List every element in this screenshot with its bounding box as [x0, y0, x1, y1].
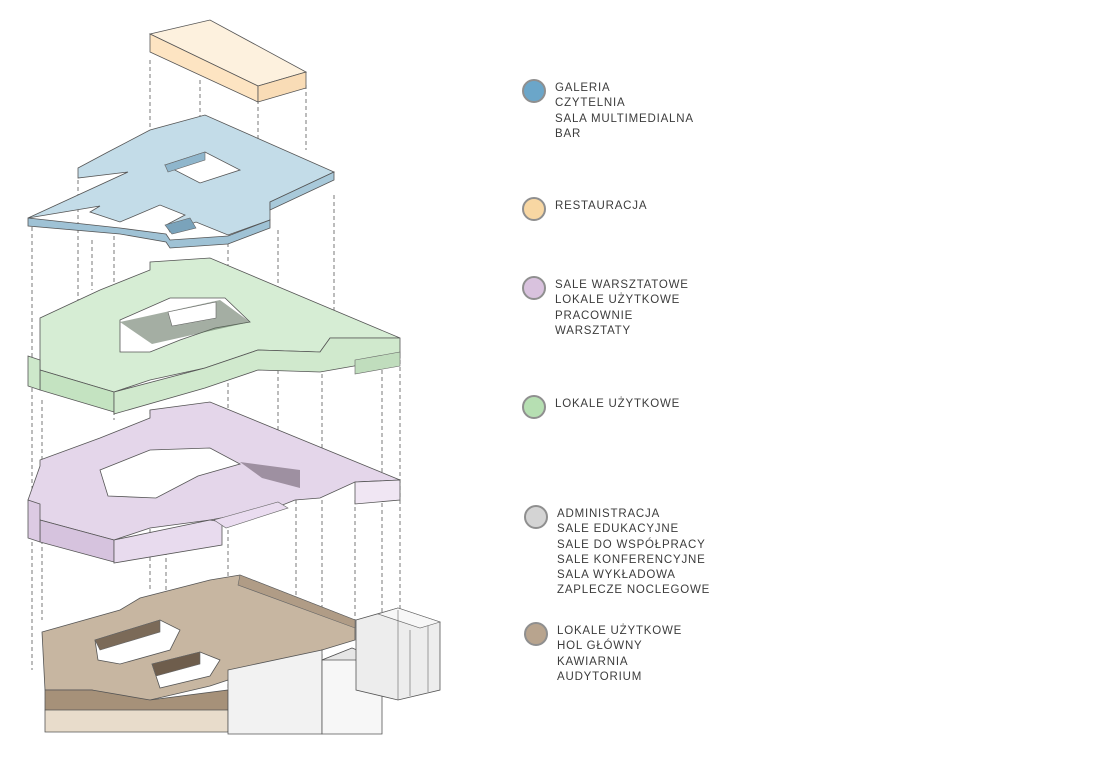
legend-label: SALE EDUKACYJNE [557, 523, 679, 536]
existing-buildings [227, 607, 441, 735]
legend-label: SALA WYKŁADOWA [557, 569, 676, 582]
legend-item-restaurant: RESTAURACJA [522, 197, 647, 221]
workshop-floor [27, 257, 401, 415]
legend-label: PRACOWNIE [555, 309, 634, 322]
legend-label: RESTAURACJA [555, 200, 648, 212]
legend-label: BAR [555, 127, 582, 140]
legend-item-ground-floor: LOKALE UŻYTKOWE HOL GŁÓWNY KAWIARNIA AUD… [524, 622, 682, 685]
legend-label: CZYTELNIA [555, 97, 626, 110]
office-floor [27, 401, 401, 564]
legend-item-commercial: LOKALE UŻYTKOWE [522, 395, 680, 419]
legend-label: HOL GŁÓWNY [557, 640, 643, 653]
legend-swatch [524, 622, 548, 646]
legend-label: LOKALE UŻYTKOWE [555, 398, 681, 410]
legend-item-gallery: GALERIA CZYTELNIA SALA MULTIMEDIALNA BAR [522, 79, 694, 142]
legend-swatch [522, 197, 546, 221]
legend-label: ADMINISTRACJA [557, 508, 661, 520]
legend-label: LOKALE UŻYTKOWE [557, 625, 683, 637]
restaurant-floor [148, 19, 308, 103]
legend-label: AUDYTORIUM [557, 670, 643, 683]
legend-swatch [522, 276, 546, 300]
legend-label: SALA MULTIMEDIALNA [555, 112, 694, 125]
exploded-axonometric-diagram: .guide { stroke: #6a6a6a; stroke-width: … [27, 19, 441, 735]
legend-label: SALE DO WSPÓŁPRACY [557, 538, 706, 551]
gallery-floor [27, 114, 335, 249]
legend-item-administration: ADMINISTRACJA SALE EDUKACYJNE SALE DO WS… [524, 505, 710, 599]
legend-label: ZAPLECZE NOCLEGOWE [557, 584, 711, 597]
legend-label: GALERIA [555, 82, 611, 94]
legend-label: KAWIARNIA [557, 655, 629, 668]
legend-swatch [524, 505, 548, 529]
legend-label: WARSZTATY [555, 324, 631, 337]
legend-label: SALE WARSZTATOWE [555, 279, 689, 291]
legend-swatch [522, 79, 546, 103]
legend-item-workshops: SALE WARSZTATOWE LOKALE UŻYTKOWE PRACOWN… [522, 276, 689, 339]
legend-swatch [522, 395, 546, 419]
legend-label: LOKALE UŻYTKOWE [555, 294, 681, 307]
legend-label: SALE KONFERENCYJNE [557, 553, 706, 566]
